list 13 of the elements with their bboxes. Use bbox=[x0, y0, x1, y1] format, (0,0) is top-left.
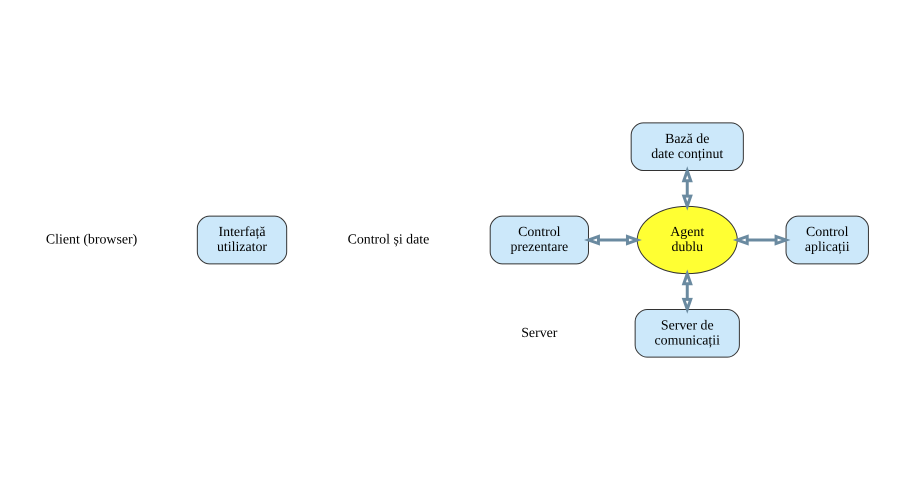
node-box: Bază de date conținut bbox=[630, 122, 744, 170]
node-box: Control prezentare bbox=[490, 215, 589, 264]
node-box: Server de comunicații bbox=[634, 308, 740, 358]
arrow bbox=[682, 268, 693, 314]
label: Server bbox=[521, 325, 558, 340]
node-box: Control aplicații bbox=[786, 215, 869, 264]
label: Client (browser) bbox=[46, 232, 138, 248]
node-ellipse: Agent dublu bbox=[636, 205, 738, 274]
label: Control și date bbox=[348, 232, 430, 248]
arrow bbox=[682, 166, 693, 210]
arrow bbox=[584, 234, 642, 246]
arrow bbox=[732, 234, 791, 246]
node-box: Interfață utilizator bbox=[196, 215, 288, 264]
